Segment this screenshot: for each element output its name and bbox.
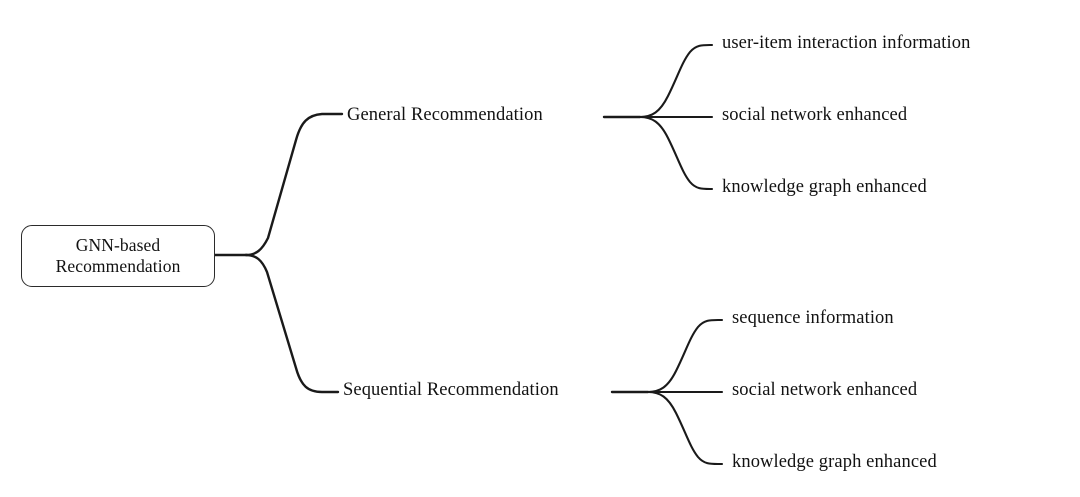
edge-sequential-to-sequence-info — [646, 318, 724, 394]
branch-label-general-recommendation[interactable]: General Recommendation — [347, 105, 543, 125]
leaf-label-sequence-information[interactable]: sequence information — [732, 308, 894, 328]
edge-root-to-sequential — [244, 253, 340, 394]
root-node[interactable]: GNN-based Recommendation — [21, 225, 215, 287]
root-node-label-line2: Recommendation — [55, 256, 181, 276]
root-node-label-line1: GNN-based — [75, 235, 161, 256]
branch-label-sequential-recommendation[interactable]: Sequential Recommendation — [343, 380, 559, 400]
leaf-label-user-item-interaction-information[interactable]: user-item interaction information — [722, 33, 971, 53]
edge-general-to-kg-general — [638, 115, 714, 191]
leaf-label-knowledge-graph-enhanced-sequential[interactable]: knowledge graph enhanced — [732, 452, 937, 472]
leaf-label-social-network-enhanced-sequential[interactable]: social network enhanced — [732, 380, 918, 400]
leaf-label-knowledge-graph-enhanced-general[interactable]: knowledge graph enhanced — [722, 177, 927, 197]
leaf-label-social-network-enhanced-general[interactable]: social network enhanced — [722, 105, 908, 125]
edge-root-to-general — [244, 112, 344, 257]
edge-general-to-user-item — [638, 43, 714, 119]
edge-sequential-to-kg-sequential — [646, 390, 724, 466]
